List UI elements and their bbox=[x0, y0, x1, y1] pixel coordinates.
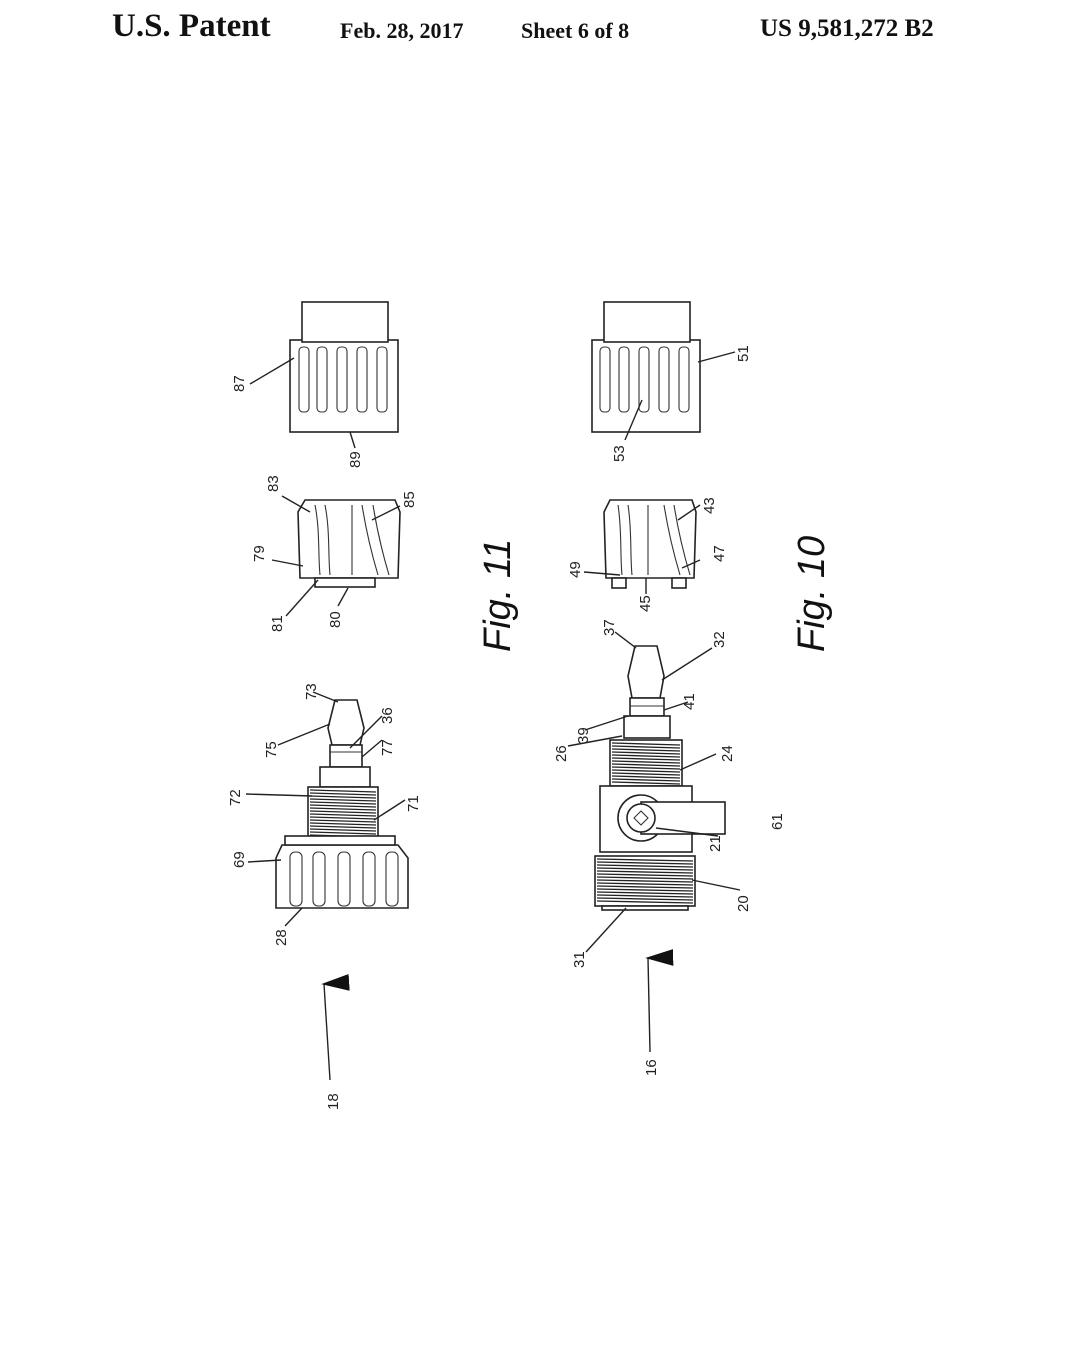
label-21: 21 bbox=[707, 835, 724, 852]
header-sheet: Sheet 6 of 8 bbox=[521, 18, 630, 43]
fig11-knurled-nut bbox=[275, 835, 409, 909]
label-87: 87 bbox=[231, 375, 248, 392]
fig10-lower-threaded-body bbox=[594, 855, 696, 911]
label-28: 28 bbox=[273, 929, 290, 946]
label-16: 16 bbox=[643, 1059, 660, 1076]
fig10-valve-body bbox=[599, 785, 726, 853]
header-patent-number: US 9,581,272 B2 bbox=[760, 15, 934, 42]
label-41: 41 bbox=[681, 693, 698, 710]
fig11-barb-nozzle bbox=[319, 699, 371, 788]
figure-11-caption: Fig. 11 bbox=[477, 539, 519, 652]
figure-10-caption: Fig. 10 bbox=[791, 536, 833, 652]
fig10-leader-lines bbox=[567, 351, 741, 953]
label-71: 71 bbox=[405, 795, 422, 812]
label-61: 61 bbox=[769, 813, 786, 830]
label-79: 79 bbox=[251, 545, 268, 562]
label-49: 49 bbox=[567, 561, 584, 578]
part-labels: 87 89 83 85 79 81 80 73 75 36 77 72 71 6… bbox=[227, 345, 786, 1110]
label-81: 81 bbox=[269, 615, 286, 632]
label-31: 31 bbox=[571, 951, 588, 968]
label-47: 47 bbox=[711, 545, 728, 562]
fig10-threaded-section bbox=[609, 739, 683, 787]
label-53: 53 bbox=[611, 445, 628, 462]
label-75: 75 bbox=[263, 741, 280, 758]
fig11-threaded-section bbox=[307, 786, 379, 840]
fig11-ribbed-cap bbox=[289, 301, 399, 433]
label-39: 39 bbox=[575, 727, 592, 744]
label-85: 85 bbox=[401, 491, 418, 508]
label-32: 32 bbox=[711, 631, 728, 648]
fig11-arrow bbox=[321, 974, 350, 1081]
label-26: 26 bbox=[553, 745, 570, 762]
label-20: 20 bbox=[735, 895, 752, 912]
label-77: 77 bbox=[379, 739, 396, 756]
label-43: 43 bbox=[701, 497, 718, 514]
label-69: 69 bbox=[231, 851, 248, 868]
label-45: 45 bbox=[637, 595, 654, 612]
label-51: 51 bbox=[735, 345, 752, 362]
label-37: 37 bbox=[601, 619, 618, 636]
fig10-ribbed-cap bbox=[591, 301, 701, 433]
label-89: 89 bbox=[347, 451, 364, 468]
label-80: 80 bbox=[327, 611, 344, 628]
fig11-leader-lines bbox=[245, 357, 406, 927]
fig10-arrow bbox=[645, 949, 674, 1053]
label-83: 83 bbox=[265, 475, 282, 492]
label-72: 72 bbox=[227, 789, 244, 806]
fig10-collet bbox=[603, 499, 697, 589]
header-date: Feb. 28, 2017 bbox=[340, 18, 464, 43]
label-18: 18 bbox=[325, 1093, 342, 1110]
label-73: 73 bbox=[303, 683, 320, 700]
label-24: 24 bbox=[719, 745, 736, 762]
label-36: 36 bbox=[379, 707, 396, 724]
fig10-barb-nozzle bbox=[623, 645, 671, 739]
header-patent-label: U.S. Patent bbox=[112, 8, 271, 44]
